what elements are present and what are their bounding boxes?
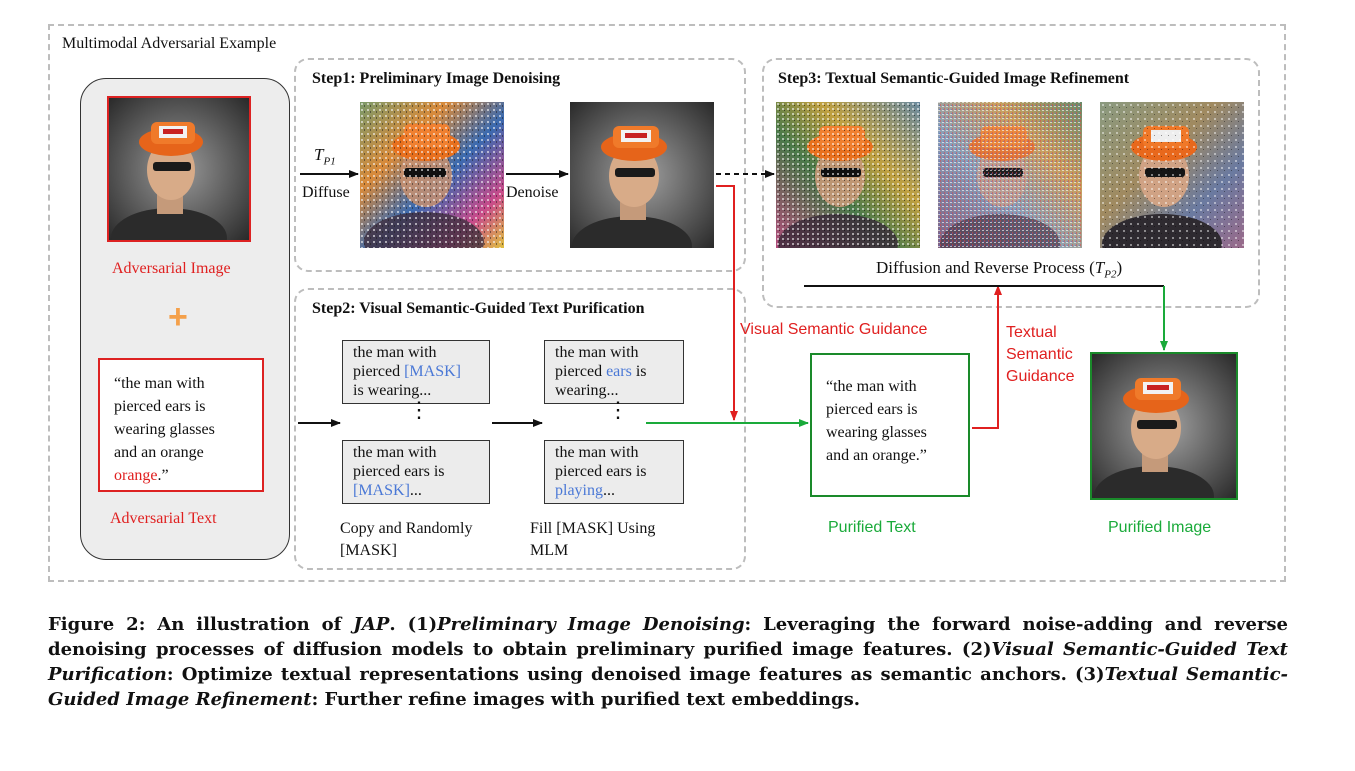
vertical-ellipsis-a: ⋮ [408, 397, 430, 422]
vertical-ellipsis-b: ⋮ [607, 397, 629, 422]
diffusion-reverse-process-label: Diffusion and Reverse Process (TP2) [876, 258, 1123, 281]
masked-text-card-bottom: the man with pierced ears is [MASK]... [342, 440, 490, 504]
refinement-image-3 [1100, 102, 1244, 248]
outer-label: Multimodal Adversarial Example [62, 35, 277, 52]
adversarial-text-label: Adversarial Text [110, 510, 217, 527]
diffused-noisy-image [360, 102, 504, 248]
adv-text-line-3: wearing glasses [114, 421, 215, 438]
adv-text-line-2: pierced ears is [114, 398, 206, 415]
filled-text-card-top: the man with pierced ears is wearing... [544, 340, 684, 404]
adversarial-text-box: “the man with pierced ears is wearing gl… [98, 358, 264, 492]
masked-text-card-top: the man with pierced [MASK] is wearing..… [342, 340, 490, 404]
mask-token: [MASK] [353, 482, 410, 499]
refinement-image-1 [776, 102, 920, 248]
filled-text-card-bottom: the man with pierced ears is playing... [544, 440, 684, 504]
step3-box [762, 58, 1260, 308]
denoised-image [570, 102, 714, 248]
adversarial-image [107, 96, 251, 242]
purified-image [1090, 352, 1238, 500]
filled-token: playing [555, 482, 603, 499]
mask-token: [MASK] [404, 363, 461, 380]
textual-semantic-guidance-label: Textual Semantic Guidance [1006, 324, 1075, 385]
adv-text-line-5: orange.” [114, 467, 169, 484]
figure-caption: Figure 2: An illustration of JAP. (1)Pre… [48, 614, 1289, 710]
plus-icon: + [168, 298, 188, 336]
diffuse-label: Diffuse [302, 184, 350, 201]
visual-semantic-guidance-label: Visual Semantic Guidance [740, 321, 928, 338]
copy-mask-label: Copy and Randomly [MASK] [340, 520, 473, 559]
filled-token: ears [606, 363, 632, 380]
adv-text-line-1: “the man with [114, 375, 205, 392]
purified-text-box: “the man with pierced ears is wearing gl… [810, 353, 970, 497]
purified-text-label: Purified Text [828, 519, 916, 536]
adversarial-image-label: Adversarial Image [112, 260, 231, 277]
tp1-label: TP1 [314, 145, 336, 168]
denoise-label: Denoise [506, 184, 559, 201]
adv-text-line-4: and an orange [114, 444, 204, 461]
step2-box [294, 288, 746, 570]
fill-mask-label: Fill [MASK] Using MLM [530, 520, 656, 559]
multimodal-adversarial-example-frame [48, 24, 1286, 582]
step3-title: Step3: Textual Semantic-Guided Image Ref… [778, 70, 1130, 87]
refinement-image-2 [938, 102, 1082, 248]
step1-title: Step1: Preliminary Image Denoising [312, 70, 561, 87]
step2-title: Step2: Visual Semantic-Guided Text Purif… [312, 300, 645, 317]
step1-box [294, 58, 746, 272]
purified-image-label: Purified Image [1108, 519, 1212, 536]
adv-text-red-word: orange [114, 467, 158, 484]
